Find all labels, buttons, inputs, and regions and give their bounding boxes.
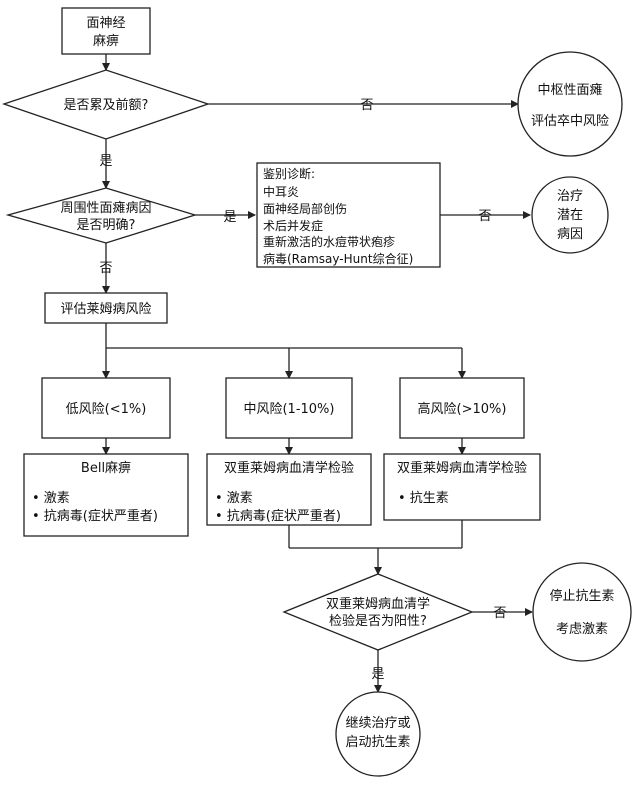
risk-high-label: 高风险(>10%) bbox=[418, 401, 507, 417]
start-node: 面神经 麻痹 bbox=[61, 7, 151, 55]
q1-no-label: 否 bbox=[360, 98, 373, 113]
differential-item: 术后并发症 bbox=[263, 218, 323, 233]
central-label-1: 中枢性面瘫 bbox=[537, 82, 602, 98]
management-low: Bell麻痹 • 激素 • 抗病毒(症状严重者) bbox=[23, 453, 189, 537]
continue-label-2: 启动抗生素 bbox=[345, 735, 410, 750]
connectors bbox=[102, 54, 533, 693]
management-high-item: • 抗生素 bbox=[398, 491, 449, 506]
central-node: 中枢性面瘫 评估卒中风险 bbox=[517, 51, 623, 157]
differential-title: 鉴别诊断: bbox=[263, 166, 315, 181]
start-box bbox=[61, 7, 151, 55]
management-low-item: • 激素 bbox=[32, 491, 70, 506]
stop-circle bbox=[532, 562, 632, 662]
decision-peripheral: 周围性面瘫病因 是否明确? bbox=[5, 187, 198, 244]
risk-high-box bbox=[399, 377, 525, 439]
q2-no-label: 否 bbox=[99, 261, 112, 276]
treat-label-2: 潜在 bbox=[557, 208, 583, 223]
decision-forehead-diamond bbox=[1, 69, 211, 140]
start-label-2: 麻痹 bbox=[93, 33, 119, 49]
continue-label-1: 继续治疗或 bbox=[345, 716, 410, 731]
continue-circle bbox=[335, 691, 421, 777]
decision-forehead: 是否累及前额? bbox=[1, 69, 211, 140]
management-high-box bbox=[383, 453, 541, 521]
management-high: 双重莱姆病血清学检验 • 抗生素 bbox=[383, 453, 541, 521]
stop-label-2: 考虑激素 bbox=[556, 622, 608, 637]
q1-yes-label: 是 bbox=[99, 154, 112, 169]
management-low-title: Bell麻痹 bbox=[81, 460, 131, 476]
differential-item: 病毒(Ramsay-Hunt综合征) bbox=[263, 251, 413, 266]
decision-peripheral-text-2: 是否明确? bbox=[77, 218, 136, 233]
management-mid-title: 双重莱姆病血清学检验 bbox=[224, 460, 354, 476]
management-mid-item: • 激素 bbox=[215, 491, 253, 506]
management-high-title: 双重莱姆病血清学检验 bbox=[397, 460, 527, 476]
treat-label-1: 治疗 bbox=[557, 189, 583, 204]
differential-item: 中耳炎 bbox=[263, 184, 299, 199]
differential-no-label: 否 bbox=[478, 209, 491, 224]
decision-forehead-text: 是否累及前额? bbox=[64, 97, 149, 113]
risk-high: 高风险(>10%) bbox=[399, 377, 525, 439]
differential-rect bbox=[256, 162, 441, 268]
q2-yes-label: 是 bbox=[223, 210, 236, 225]
risk-mid-label: 中风险(1-10%) bbox=[243, 402, 334, 417]
treat-label-3: 病因 bbox=[557, 227, 583, 242]
treat-node: 治疗 潜在 病因 bbox=[531, 176, 609, 254]
central-circle bbox=[517, 51, 623, 157]
risk-low-box bbox=[41, 377, 171, 439]
assess-node: 评估莱姆病风险 bbox=[44, 292, 168, 324]
continue-node: 继续治疗或 启动抗生素 bbox=[335, 691, 421, 777]
risk-low: 低风险(<1%) bbox=[41, 377, 171, 439]
decision-serology: 双重莱姆病血清学 检验是否为阳性? bbox=[282, 573, 474, 651]
differential-item: 重新激活的水痘带状疱疹 bbox=[263, 234, 395, 249]
differential-item: 面神经局部创伤 bbox=[263, 201, 347, 216]
decision-serology-diamond bbox=[282, 573, 474, 651]
management-mid-item: • 抗病毒(症状严重者) bbox=[215, 508, 341, 524]
assess-label: 评估莱姆病风险 bbox=[60, 302, 151, 317]
stop-label-1: 停止抗生素 bbox=[549, 588, 614, 604]
stop-node: 停止抗生素 考虑激素 bbox=[532, 562, 632, 662]
start-label-1: 面神经 bbox=[86, 16, 125, 31]
management-low-item: • 抗病毒(症状严重者) bbox=[32, 508, 158, 524]
risk-mid-box bbox=[225, 377, 353, 439]
management-low-box bbox=[23, 453, 189, 537]
q3-no-label: 否 bbox=[493, 606, 506, 621]
risk-low-label: 低风险(<1%) bbox=[66, 402, 147, 417]
management-mid: 双重莱姆病血清学检验 • 激素 • 抗病毒(症状严重者) bbox=[206, 453, 372, 526]
differential-box: 鉴别诊断: 中耳炎 面神经局部创伤 术后并发症 重新激活的水痘带状疱疹 病毒(R… bbox=[256, 162, 441, 268]
central-label-2: 评估卒中风险 bbox=[531, 114, 609, 129]
decision-serology-text-1: 双重莱姆病血清学 bbox=[326, 596, 430, 612]
decision-peripheral-text-1: 周围性面瘫病因 bbox=[60, 200, 151, 216]
decision-serology-text-2: 检验是否为阳性? bbox=[329, 613, 427, 629]
decision-peripheral-diamond bbox=[5, 187, 198, 244]
risk-mid: 中风险(1-10%) bbox=[225, 377, 353, 439]
management-mid-box bbox=[206, 453, 372, 526]
q3-yes-label: 是 bbox=[371, 667, 384, 682]
assess-box bbox=[44, 292, 168, 324]
treat-circle bbox=[531, 176, 609, 254]
